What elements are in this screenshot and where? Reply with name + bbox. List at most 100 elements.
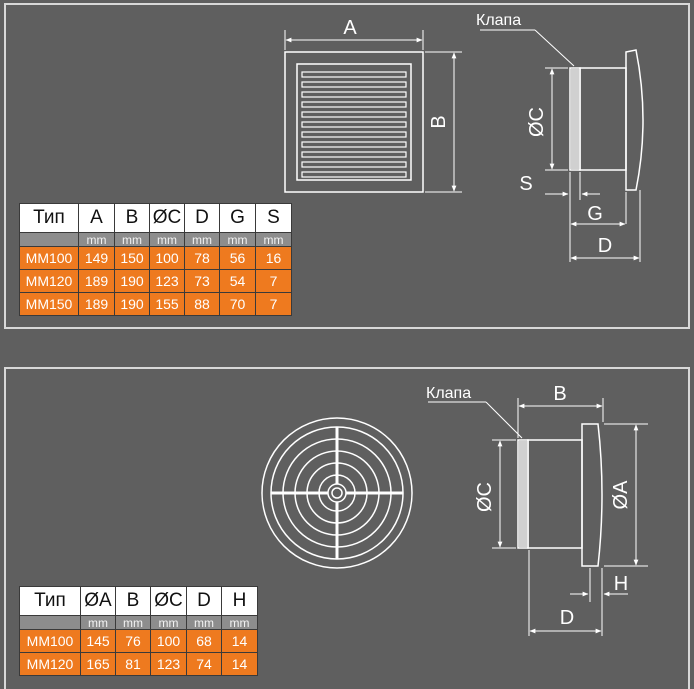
label-c-bottom: ØC xyxy=(474,482,496,512)
unit-cell: mm xyxy=(186,615,222,630)
grille-slat xyxy=(301,131,407,138)
header-cell: H xyxy=(221,586,258,616)
table-cell: 81 xyxy=(115,652,151,676)
table-cell: MM120 xyxy=(19,269,79,293)
table-cell: 123 xyxy=(149,269,185,293)
unit-cell: mm xyxy=(219,232,256,247)
unit-cell xyxy=(19,615,81,630)
table-cell: 14 xyxy=(221,629,258,653)
table-row: MM120 189 190 123 73 54 7 xyxy=(19,269,292,293)
grille-slat xyxy=(301,141,407,148)
table-row: MM120 165 81 123 74 14 xyxy=(19,652,258,676)
header-cell: ØC xyxy=(149,203,185,233)
dimension-s-g-d xyxy=(545,172,641,262)
table-cell: 54 xyxy=(219,269,256,293)
table-cell: MM120 xyxy=(19,652,81,676)
label-d-bottom: D xyxy=(560,607,574,629)
label-a-bottom: ØA xyxy=(610,480,632,510)
spec-table-bottom: Тип ØA B ØC D H mm mm mm mm mm MM100 145… xyxy=(19,586,258,676)
square-grille-front-view xyxy=(284,51,424,193)
unit-cell: mm xyxy=(184,232,220,247)
label-b-bottom: B xyxy=(553,383,566,405)
unit-cell: mm xyxy=(255,232,292,247)
grille-slat xyxy=(301,121,407,128)
table-cell: 76 xyxy=(115,629,151,653)
table-units-row: mm mm mm mm mm xyxy=(19,615,258,630)
table-cell: 123 xyxy=(150,652,187,676)
label-a: A xyxy=(343,17,357,39)
table-cell: 165 xyxy=(80,652,116,676)
table-cell: 190 xyxy=(114,292,150,316)
unit-cell: mm xyxy=(221,615,258,630)
valve-plate-bottom xyxy=(519,441,527,547)
table-cell: 145 xyxy=(80,629,116,653)
label-c-top: ØC xyxy=(526,107,548,137)
valve-callout xyxy=(480,29,575,67)
header-cell: S xyxy=(255,203,292,233)
table-cell: 155 xyxy=(149,292,185,316)
label-valve-bottom: Клапа xyxy=(426,385,471,402)
table-cell: 68 xyxy=(186,629,222,653)
dimension-a-bottom xyxy=(604,423,648,567)
header-cell: Тип xyxy=(19,203,79,233)
dimension-b-bottom xyxy=(517,398,604,438)
valve-callout-bottom xyxy=(428,401,523,439)
spec-table-top: Тип A B ØC D G S mm mm mm mm mm mm MM100… xyxy=(19,203,292,316)
label-g: G xyxy=(587,203,603,225)
table-cell: 7 xyxy=(255,292,292,316)
unit-cell: mm xyxy=(150,615,187,630)
table-cell: 70 xyxy=(219,292,256,316)
round-fan-side-view xyxy=(517,423,603,567)
header-cell: A xyxy=(78,203,115,233)
table-cell: 190 xyxy=(114,269,150,293)
valve-plate xyxy=(571,69,579,169)
table-cell: 78 xyxy=(184,246,220,270)
table-cell: 189 xyxy=(78,269,115,293)
bottom-panel xyxy=(4,367,690,689)
label-h: H xyxy=(614,573,628,595)
unit-cell: mm xyxy=(80,615,116,630)
table-cell: 74 xyxy=(186,652,222,676)
grille-slat xyxy=(301,101,407,108)
label-b: B xyxy=(428,115,450,128)
dimension-b xyxy=(425,51,462,193)
unit-cell: mm xyxy=(114,232,150,247)
header-cell: ØC xyxy=(150,586,187,616)
unit-cell: mm xyxy=(149,232,185,247)
table-cell: 14 xyxy=(221,652,258,676)
header-cell: D xyxy=(186,586,222,616)
grille-slat xyxy=(301,151,407,158)
grille-slat xyxy=(301,161,407,168)
table-header-row: Тип A B ØC D G S xyxy=(19,203,292,233)
unit-cell: mm xyxy=(78,232,115,247)
table-cell: 100 xyxy=(150,629,187,653)
table-cell: MM100 xyxy=(19,629,81,653)
header-cell: Тип xyxy=(19,586,81,616)
header-cell: G xyxy=(219,203,256,233)
table-cell: 149 xyxy=(78,246,115,270)
dimension-h-d xyxy=(528,550,628,636)
header-cell: B xyxy=(114,203,150,233)
grille-slat xyxy=(301,81,407,88)
round-grille-front-view xyxy=(261,417,413,569)
table-cell: 189 xyxy=(78,292,115,316)
table-cell: 100 xyxy=(149,246,185,270)
dimension-c-top xyxy=(545,67,568,171)
dimension-c-bottom xyxy=(492,439,516,549)
label-s: S xyxy=(519,173,532,195)
table-units-row: mm mm mm mm mm mm xyxy=(19,232,292,247)
table-cell: 16 xyxy=(255,246,292,270)
label-valve-top: Клапа xyxy=(476,12,521,29)
dimension-a xyxy=(284,30,424,50)
top-panel xyxy=(4,3,690,329)
table-row: MM100 149 150 100 78 56 16 xyxy=(19,246,292,270)
table-row: MM150 189 190 155 88 70 7 xyxy=(19,292,292,316)
header-cell: ØA xyxy=(80,586,116,616)
table-cell: 73 xyxy=(184,269,220,293)
unit-cell: mm xyxy=(115,615,151,630)
square-fan-side-view xyxy=(569,49,644,191)
header-cell: D xyxy=(184,203,220,233)
grille-slat xyxy=(301,91,407,98)
label-d-top: D xyxy=(598,235,612,257)
